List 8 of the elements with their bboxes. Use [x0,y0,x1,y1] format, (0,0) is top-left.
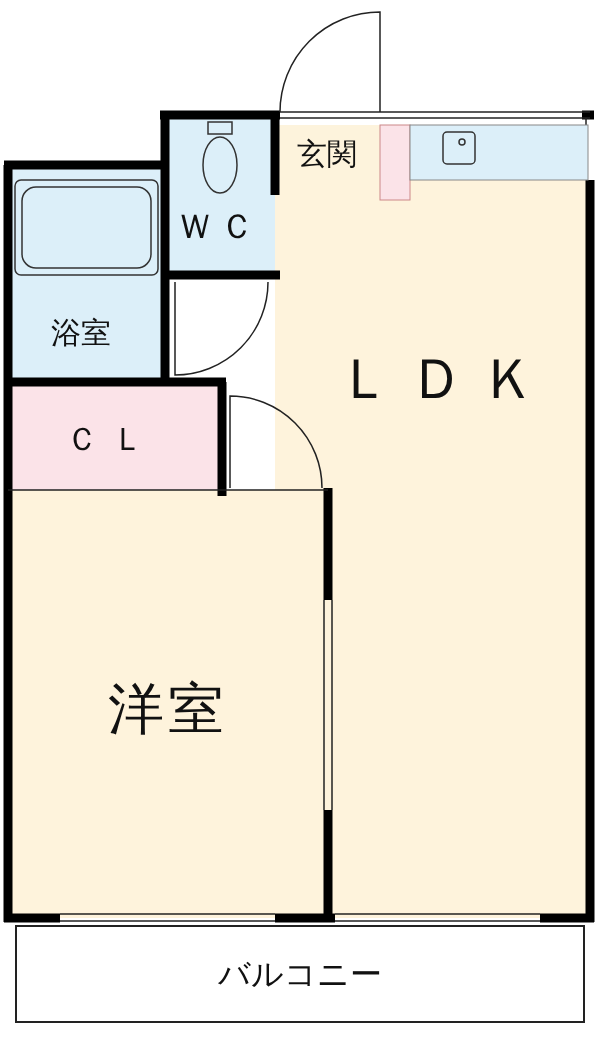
room-label: 浴室 [51,313,111,352]
room-label: ＣＬ [66,419,158,460]
room-label: 洋室 [108,675,228,743]
room-label: ＷＣ [178,205,262,248]
room-label: ＬＤＫ [337,345,553,413]
room-label: 玄関 [297,134,357,173]
room-label: バルコニー [218,954,382,995]
balcony-area [15,925,585,1023]
